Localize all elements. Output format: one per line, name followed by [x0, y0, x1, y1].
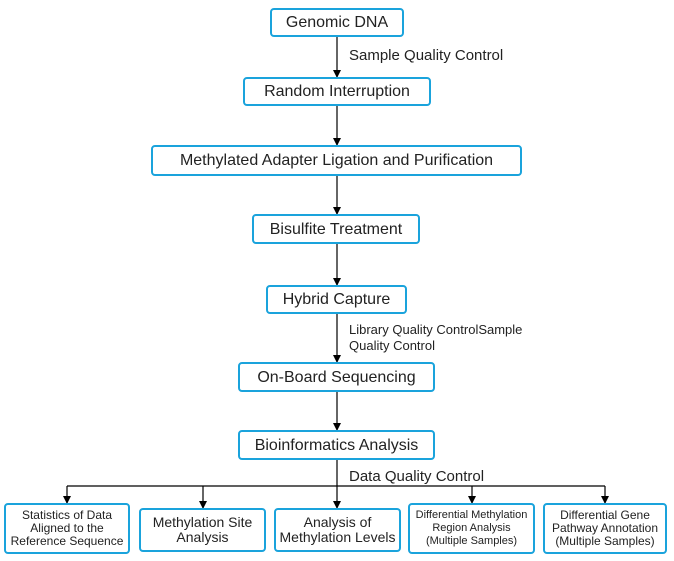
step-label: Bioinformatics Analysis [254, 436, 419, 454]
label-data-qc: Data Quality Control [349, 468, 485, 485]
output-line: Methylation Site [152, 514, 253, 530]
output-line: Pathway Annotation [551, 521, 659, 535]
step-on-board-sequencing: On-Board Sequencing [238, 362, 435, 392]
output-gene-pathway: Differential Gene Pathway Annotation (Mu… [543, 503, 667, 554]
output-line: Aligned to the [30, 521, 104, 535]
step-hybrid-capture: Hybrid Capture [266, 285, 407, 314]
output-methylation-levels: Analysis of Methylation Levels [274, 508, 401, 552]
output-line: Differential Gene [560, 508, 650, 522]
output-line: Analysis [176, 529, 229, 545]
output-methylation-site: Methylation Site Analysis [139, 508, 266, 552]
output-line: Methylation Levels [279, 529, 396, 545]
output-line: Statistics of Data [21, 508, 113, 522]
step-random-interruption: Random Interruption [243, 77, 431, 106]
output-line: (Multiple Samples) [555, 534, 655, 548]
step-bisulfite-treatment: Bisulfite Treatment [252, 214, 420, 244]
output-statistics: Statistics of Data Aligned to the Refere… [4, 503, 130, 554]
output-line: Region Analysis [432, 522, 511, 534]
step-label: Bisulfite Treatment [269, 220, 403, 238]
label-library-qc-line2: Quality Control [349, 338, 435, 353]
label-library-qc-line1: Library Quality ControlSample [349, 322, 523, 337]
step-genomic-dna: Genomic DNA [270, 8, 404, 37]
output-line: Analysis of [303, 514, 372, 530]
output-line: (Multiple Samples) [425, 535, 518, 547]
label-sample-qc: Sample Quality Control [349, 47, 504, 64]
step-label: Methylated Adapter Ligation and Purifica… [179, 152, 494, 169]
output-differential-region: Differential Methylation Region Analysis… [408, 503, 535, 554]
output-line: Reference Sequence [10, 534, 124, 548]
step-adapter-ligation: Methylated Adapter Ligation and Purifica… [151, 145, 522, 176]
step-label: Genomic DNA [285, 14, 389, 31]
step-bioinformatics-analysis: Bioinformatics Analysis [238, 430, 435, 460]
step-label: Hybrid Capture [282, 291, 391, 308]
step-label: Random Interruption [264, 83, 410, 100]
step-label: On-Board Sequencing [257, 368, 416, 386]
output-line: Differential Methylation [415, 509, 528, 521]
